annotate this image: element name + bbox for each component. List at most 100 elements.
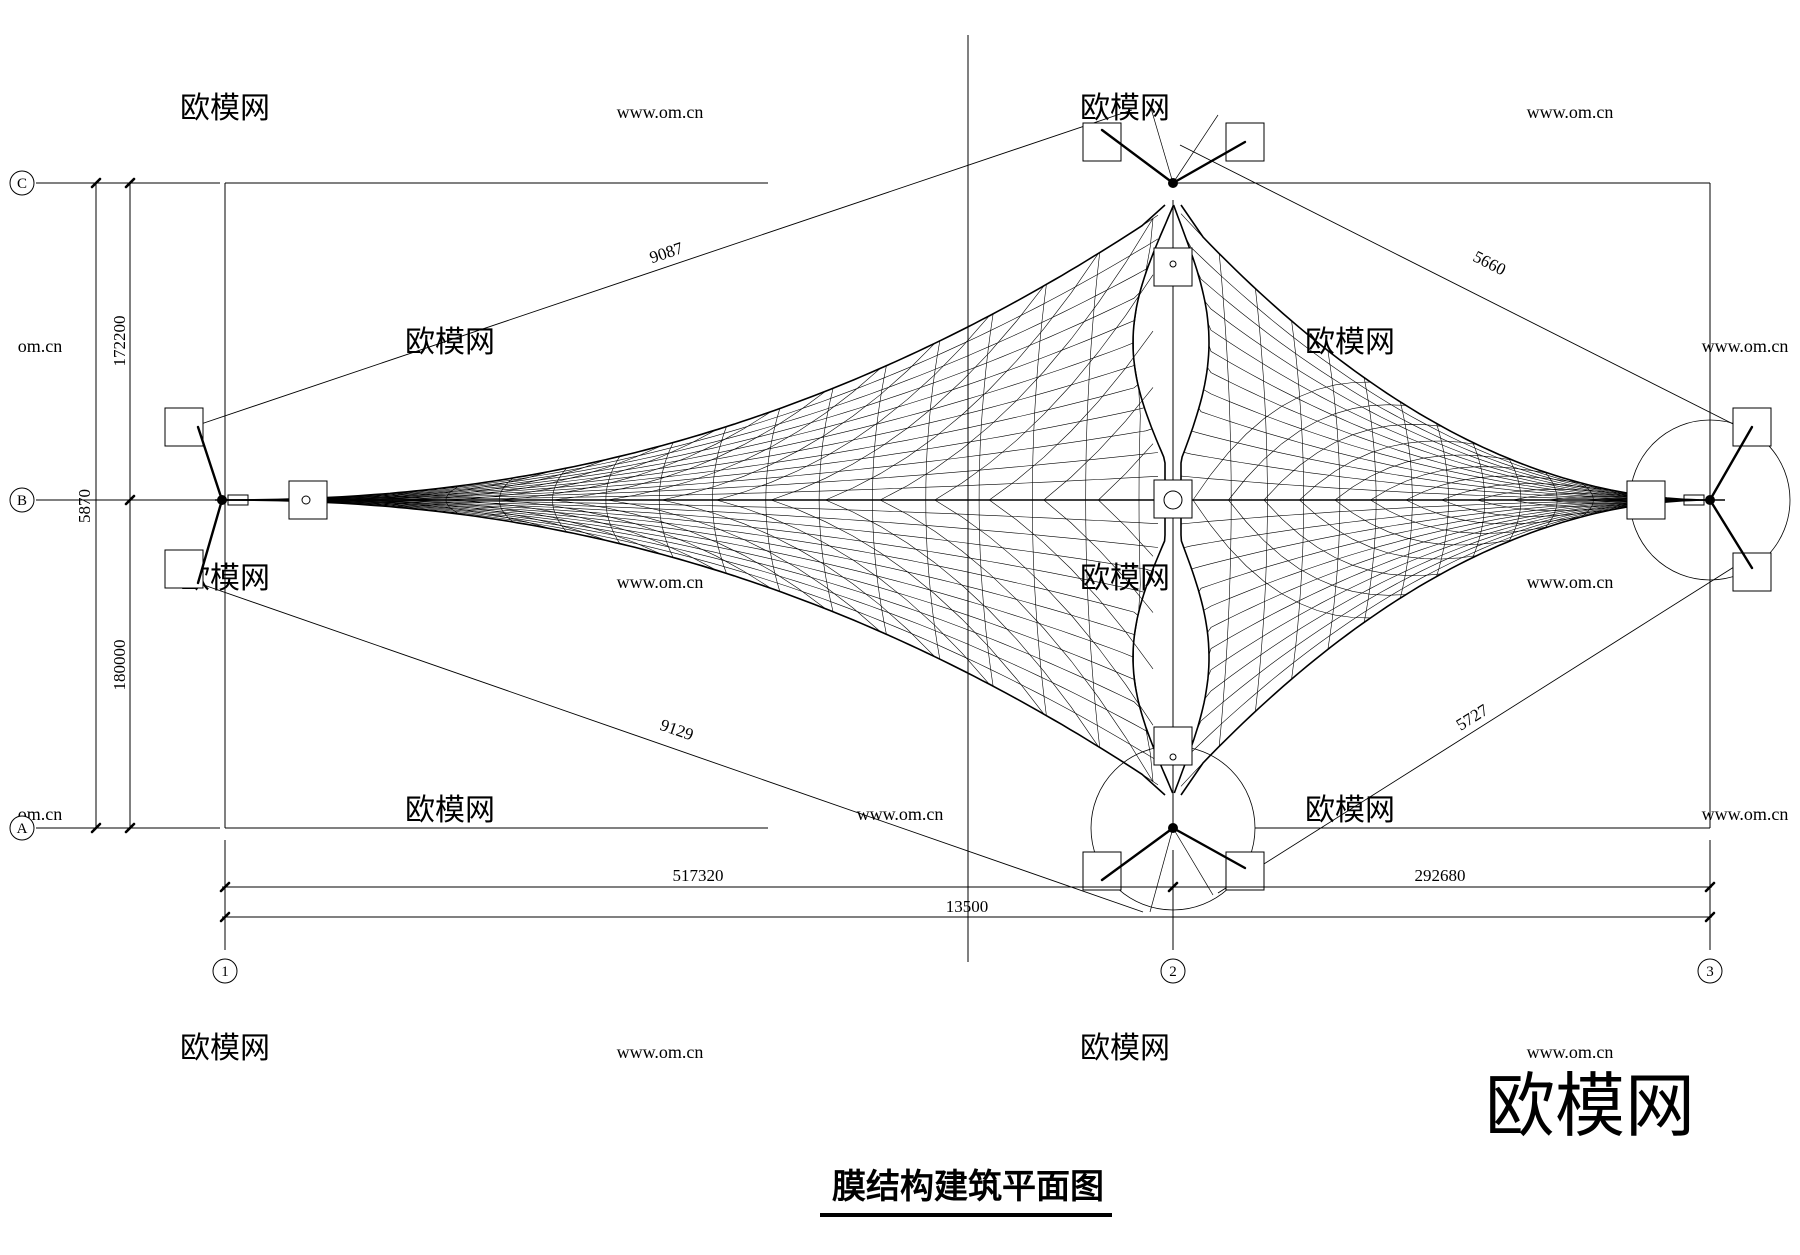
dim-upper-right-cable: 5660 bbox=[1470, 247, 1509, 279]
watermark-text: www.om.cn bbox=[857, 804, 944, 824]
mesh-diagonal bbox=[1192, 499, 1371, 619]
mesh-diagonal bbox=[1098, 443, 1154, 501]
dim-vertical-lower: 180000 bbox=[110, 640, 129, 691]
mesh-diagonal bbox=[880, 499, 1154, 782]
mesh-diagonal bbox=[334, 459, 608, 501]
axis-label-c: C bbox=[17, 176, 27, 192]
mesh-diagonal bbox=[934, 274, 1154, 501]
mesh-diagonal bbox=[552, 499, 826, 610]
mesh-diagonal bbox=[770, 499, 1045, 715]
brand-logo: 欧模网 bbox=[1485, 1069, 1695, 1146]
mesh-line bbox=[1180, 499, 1701, 525]
edge-cable-left bbox=[222, 499, 1166, 796]
mesh-line bbox=[222, 499, 1139, 619]
mesh-diagonal bbox=[607, 499, 881, 632]
mesh-line bbox=[1203, 380, 1702, 501]
watermark-text: www.om.cn bbox=[1527, 102, 1614, 122]
mesh-line bbox=[1198, 499, 1702, 596]
mesh-diagonal bbox=[1228, 499, 1407, 596]
watermark-text: 欧模网 bbox=[1080, 92, 1170, 125]
mesh-line bbox=[222, 499, 1134, 667]
edge-cable-right bbox=[1180, 499, 1708, 796]
mast-heads bbox=[217, 178, 1715, 833]
mesh-line bbox=[1180, 475, 1701, 501]
mesh-diagonal bbox=[770, 285, 1045, 501]
mesh-diagonal bbox=[661, 343, 936, 501]
mesh-line bbox=[1208, 332, 1702, 501]
watermark-text: www.om.cn bbox=[1527, 572, 1614, 592]
mesh-line bbox=[222, 452, 1159, 501]
watermark-text: 欧模网 bbox=[1305, 794, 1395, 827]
mesh-line bbox=[1191, 499, 1702, 572]
mesh-line bbox=[1206, 309, 1702, 501]
mesh-diagonal bbox=[934, 499, 1154, 726]
mesh-diagonal bbox=[1228, 404, 1407, 501]
tie-cables bbox=[197, 109, 1746, 913]
axis-label-b: B bbox=[17, 493, 27, 509]
mesh-diagonal bbox=[1476, 488, 1655, 501]
mesh-diagonal bbox=[1043, 499, 1154, 613]
mesh-line bbox=[1193, 261, 1702, 501]
watermark-text: om.cn bbox=[18, 336, 63, 356]
dim-horizontal-left: 517320 bbox=[673, 866, 724, 885]
mesh-diagonal bbox=[607, 368, 881, 501]
mesh-line bbox=[1207, 499, 1702, 644]
mesh-diagonal bbox=[716, 315, 990, 501]
edge-cable-right bbox=[1180, 204, 1708, 501]
axis-label-2: 2 bbox=[1169, 964, 1177, 980]
watermark-text: 欧模网 bbox=[405, 794, 495, 827]
axis-bubbles bbox=[9, 170, 1723, 984]
mesh-diagonal bbox=[443, 429, 717, 501]
mesh-diagonal bbox=[825, 253, 1099, 501]
mesh-diagonal bbox=[1263, 499, 1442, 576]
mast-struts bbox=[196, 128, 1754, 882]
building-outline bbox=[36, 35, 1711, 962]
mesh-diagonal bbox=[989, 499, 1154, 670]
mesh-line bbox=[222, 499, 1159, 548]
mesh-diagonal bbox=[1334, 454, 1513, 501]
mesh-diagonal bbox=[334, 499, 608, 541]
mesh-line bbox=[222, 499, 1137, 690]
mesh-line bbox=[1206, 499, 1702, 691]
edge-cable-left bbox=[222, 204, 1166, 501]
mesh-line bbox=[1191, 428, 1702, 501]
watermark-text: www.om.cn bbox=[617, 1042, 704, 1062]
dim-horizontal-right: 292680 bbox=[1415, 866, 1466, 885]
anchor-plates bbox=[164, 122, 1772, 891]
mesh-line bbox=[222, 381, 1139, 501]
mesh-diagonal bbox=[1263, 424, 1442, 501]
mesh-diagonal bbox=[1441, 499, 1620, 517]
mesh-diagonal bbox=[1299, 440, 1478, 501]
dim-vertical-upper: 172200 bbox=[110, 316, 129, 367]
watermark-text: www.om.cn bbox=[1527, 1042, 1614, 1062]
mesh-diagonal bbox=[389, 499, 663, 555]
dimension-lines bbox=[95, 183, 1712, 918]
mesh-diagonal bbox=[1476, 499, 1655, 512]
mesh-line bbox=[1207, 356, 1702, 501]
axis-label-3: 3 bbox=[1706, 964, 1714, 980]
mesh-diagonal bbox=[498, 499, 772, 589]
stay-cables bbox=[1149, 104, 1219, 913]
watermark-text: 欧模网 bbox=[180, 92, 270, 125]
mesh-diagonal bbox=[1043, 387, 1154, 501]
watermark-text: www.om.cn bbox=[617, 102, 704, 122]
mesh-line bbox=[1203, 499, 1702, 620]
mesh-line bbox=[222, 333, 1134, 501]
mesh-line bbox=[1193, 499, 1702, 739]
mesh-line bbox=[222, 310, 1137, 501]
mesh-diagonal bbox=[1370, 466, 1549, 501]
mesh-diagonal bbox=[1299, 499, 1478, 560]
mesh-diagonal bbox=[552, 390, 826, 501]
mesh-line bbox=[222, 499, 1142, 714]
axis-label-a: A bbox=[17, 821, 28, 837]
drawing-title: 膜结构建筑平面图 bbox=[832, 1168, 1104, 1206]
mesh-line bbox=[1208, 499, 1702, 668]
mesh-line bbox=[222, 499, 1150, 738]
mesh-line bbox=[222, 286, 1142, 501]
mesh-diagonal bbox=[1370, 499, 1549, 534]
mesh-diagonal bbox=[716, 499, 990, 685]
watermark-text: 欧模网 bbox=[405, 326, 495, 359]
mesh-diagonal bbox=[1405, 499, 1584, 525]
mesh-line bbox=[1198, 404, 1702, 501]
watermark-text: www.om.cn bbox=[617, 572, 704, 592]
